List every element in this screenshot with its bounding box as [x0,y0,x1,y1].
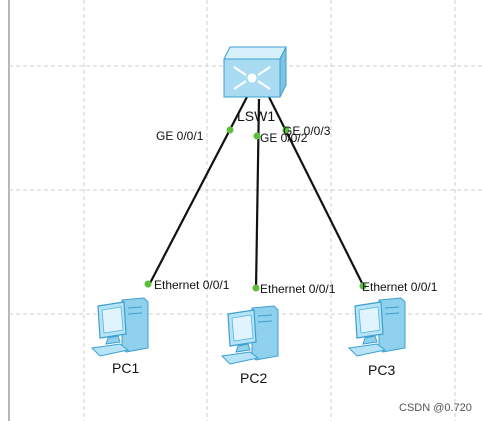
link-pc2[interactable] [254,98,261,291]
port-dot-pc2-eth [252,284,260,292]
pc-icon[interactable] [221,305,279,365]
grid [9,0,482,421]
link-pc3[interactable] [267,94,365,288]
link-pc1[interactable] [147,94,249,288]
port-dots [144,126,367,292]
pc-icon[interactable] [91,297,149,357]
pc-icon[interactable] [348,297,406,357]
pc3-name: PC3 [368,362,395,378]
watermark: CSDN @0.720 [399,402,472,414]
switch-name: LSW1 [237,108,275,124]
pc1-port-label: Ethernet 0/0/1 [154,278,230,292]
pc2-name: PC2 [240,370,267,386]
layer3-switch-icon[interactable] [223,46,287,98]
links [147,94,365,291]
port-dot-pc1-eth [144,280,152,288]
port-dot-ge002 [253,132,261,140]
switch-port-label-1: GE 0/0/1 [156,129,204,143]
switch-port-label-2: GE 0/0/2 [260,131,308,145]
port-dot-pc3-eth [359,282,367,290]
port-dot-ge003 [282,126,290,134]
pc2-port-label: Ethernet 0/0/1 [260,282,336,296]
port-dot-ge001 [226,126,234,134]
pc3-port-label: Ethernet 0/0/1 [362,280,438,294]
switch-port-label-3: GE 0/0/3 [283,124,331,138]
pc1-name: PC1 [112,360,139,376]
